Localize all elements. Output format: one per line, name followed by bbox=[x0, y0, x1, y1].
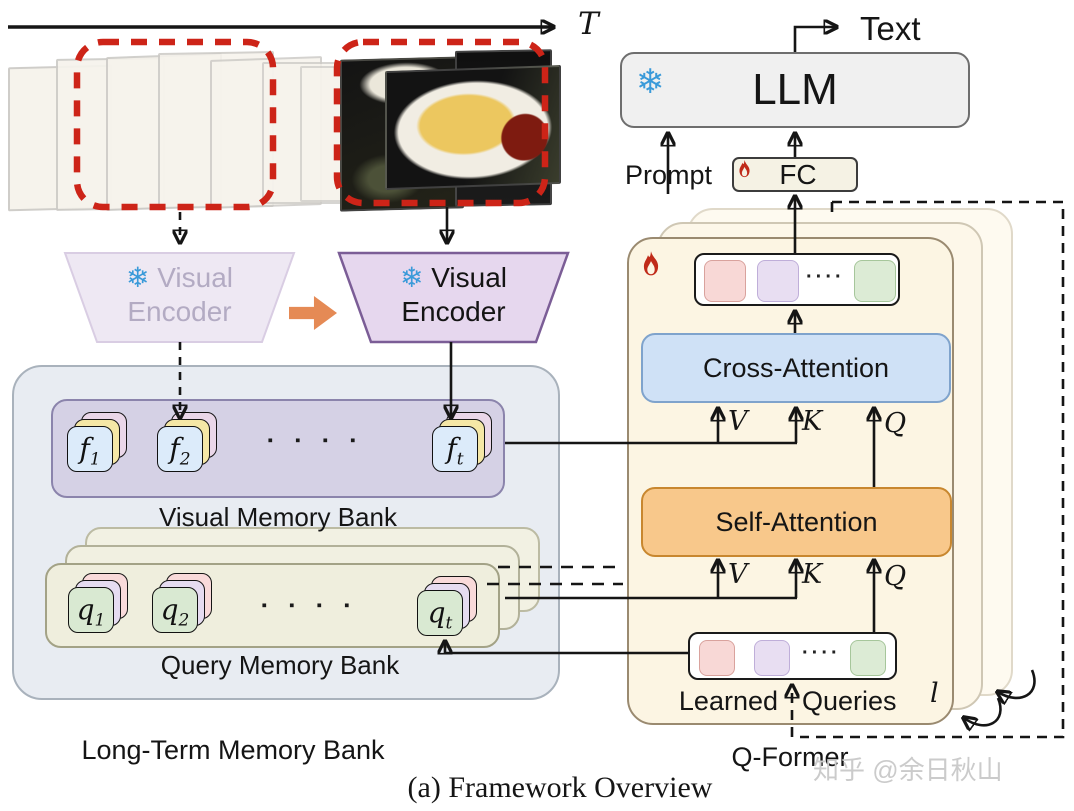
visual-feature-card: ft bbox=[432, 412, 492, 472]
token bbox=[850, 640, 886, 676]
cross-attention-block: Cross-Attention bbox=[641, 333, 951, 403]
layer-count-symbol: l bbox=[930, 678, 939, 709]
llm-label: LLM bbox=[752, 65, 838, 114]
query-card: q1 bbox=[68, 573, 128, 633]
token bbox=[699, 640, 735, 676]
visual-memory-bank-label: Visual Memory Bank bbox=[159, 502, 397, 532]
visual-encoder-current-shape bbox=[337, 251, 570, 344]
watermark: 知乎 @余日秋山 bbox=[813, 755, 1003, 785]
query-label: Q bbox=[884, 408, 907, 439]
key-label: K bbox=[802, 559, 823, 590]
ellipsis-dots: ···· bbox=[806, 266, 845, 288]
encoder-word: Encoder bbox=[401, 296, 506, 327]
visual-encoder-current-label: ❄ Visual Encoder bbox=[339, 261, 568, 329]
self-attention-block: Self-Attention bbox=[641, 487, 952, 557]
query-card: q2 bbox=[152, 573, 212, 633]
visual-feature-card: f1 bbox=[67, 412, 127, 472]
token bbox=[704, 260, 746, 302]
selected-frames-rect-current bbox=[333, 38, 549, 207]
visual-encoder-previous-shape bbox=[63, 252, 296, 343]
fc-label: FC bbox=[779, 158, 817, 190]
value-label: V bbox=[728, 559, 748, 590]
fc-block: FC bbox=[732, 157, 858, 192]
self-attention-label: Self-Attention bbox=[715, 506, 878, 537]
ellipsis-dots: ▪ ▪ ▪ ▪ bbox=[267, 432, 365, 449]
cross-attention-label: Cross-Attention bbox=[702, 352, 890, 383]
selected-frames-rect-past bbox=[73, 38, 277, 211]
snowflake-icon: ❄ bbox=[125, 262, 150, 293]
value-label: V bbox=[728, 406, 748, 437]
prompt-label: Prompt bbox=[625, 160, 713, 190]
token bbox=[854, 260, 896, 302]
llm-block: ❄ LLM bbox=[620, 52, 970, 128]
visual-feature-card: f2 bbox=[157, 412, 217, 472]
query-memory-bank-label: Query Memory Bank bbox=[160, 650, 400, 680]
token bbox=[757, 260, 799, 302]
token bbox=[754, 640, 790, 676]
timeline-label: T bbox=[578, 6, 599, 42]
learned-queries-row: ···· bbox=[688, 632, 897, 680]
text-output-label: Text bbox=[860, 10, 921, 47]
encoder-word: Visual bbox=[431, 262, 507, 293]
figure-caption: (a) Framework Overview bbox=[407, 771, 713, 804]
snowflake-icon: ❄ bbox=[399, 262, 424, 293]
encoder-word: Visual bbox=[157, 262, 233, 293]
qformer-label: Q-Former bbox=[731, 742, 849, 772]
query-card: qt bbox=[417, 576, 477, 636]
query-label: Q bbox=[884, 561, 907, 592]
output-token-row: ···· bbox=[694, 253, 900, 306]
learned-queries-label-left: Learned bbox=[678, 686, 778, 716]
visual-encoder-previous-label: ❄ Visual Encoder bbox=[65, 261, 294, 329]
snowflake-icon: ❄ bbox=[636, 63, 665, 101]
encoder-word: Encoder bbox=[127, 296, 232, 327]
ellipsis-dots: ···· bbox=[802, 642, 841, 664]
long-term-memory-bank-label: Long-Term Memory Bank bbox=[81, 735, 385, 765]
ellipsis-dots: ▪ ▪ ▪ ▪ bbox=[261, 597, 359, 614]
key-label: K bbox=[802, 406, 823, 437]
learned-queries-label-right: Queries bbox=[802, 686, 897, 716]
